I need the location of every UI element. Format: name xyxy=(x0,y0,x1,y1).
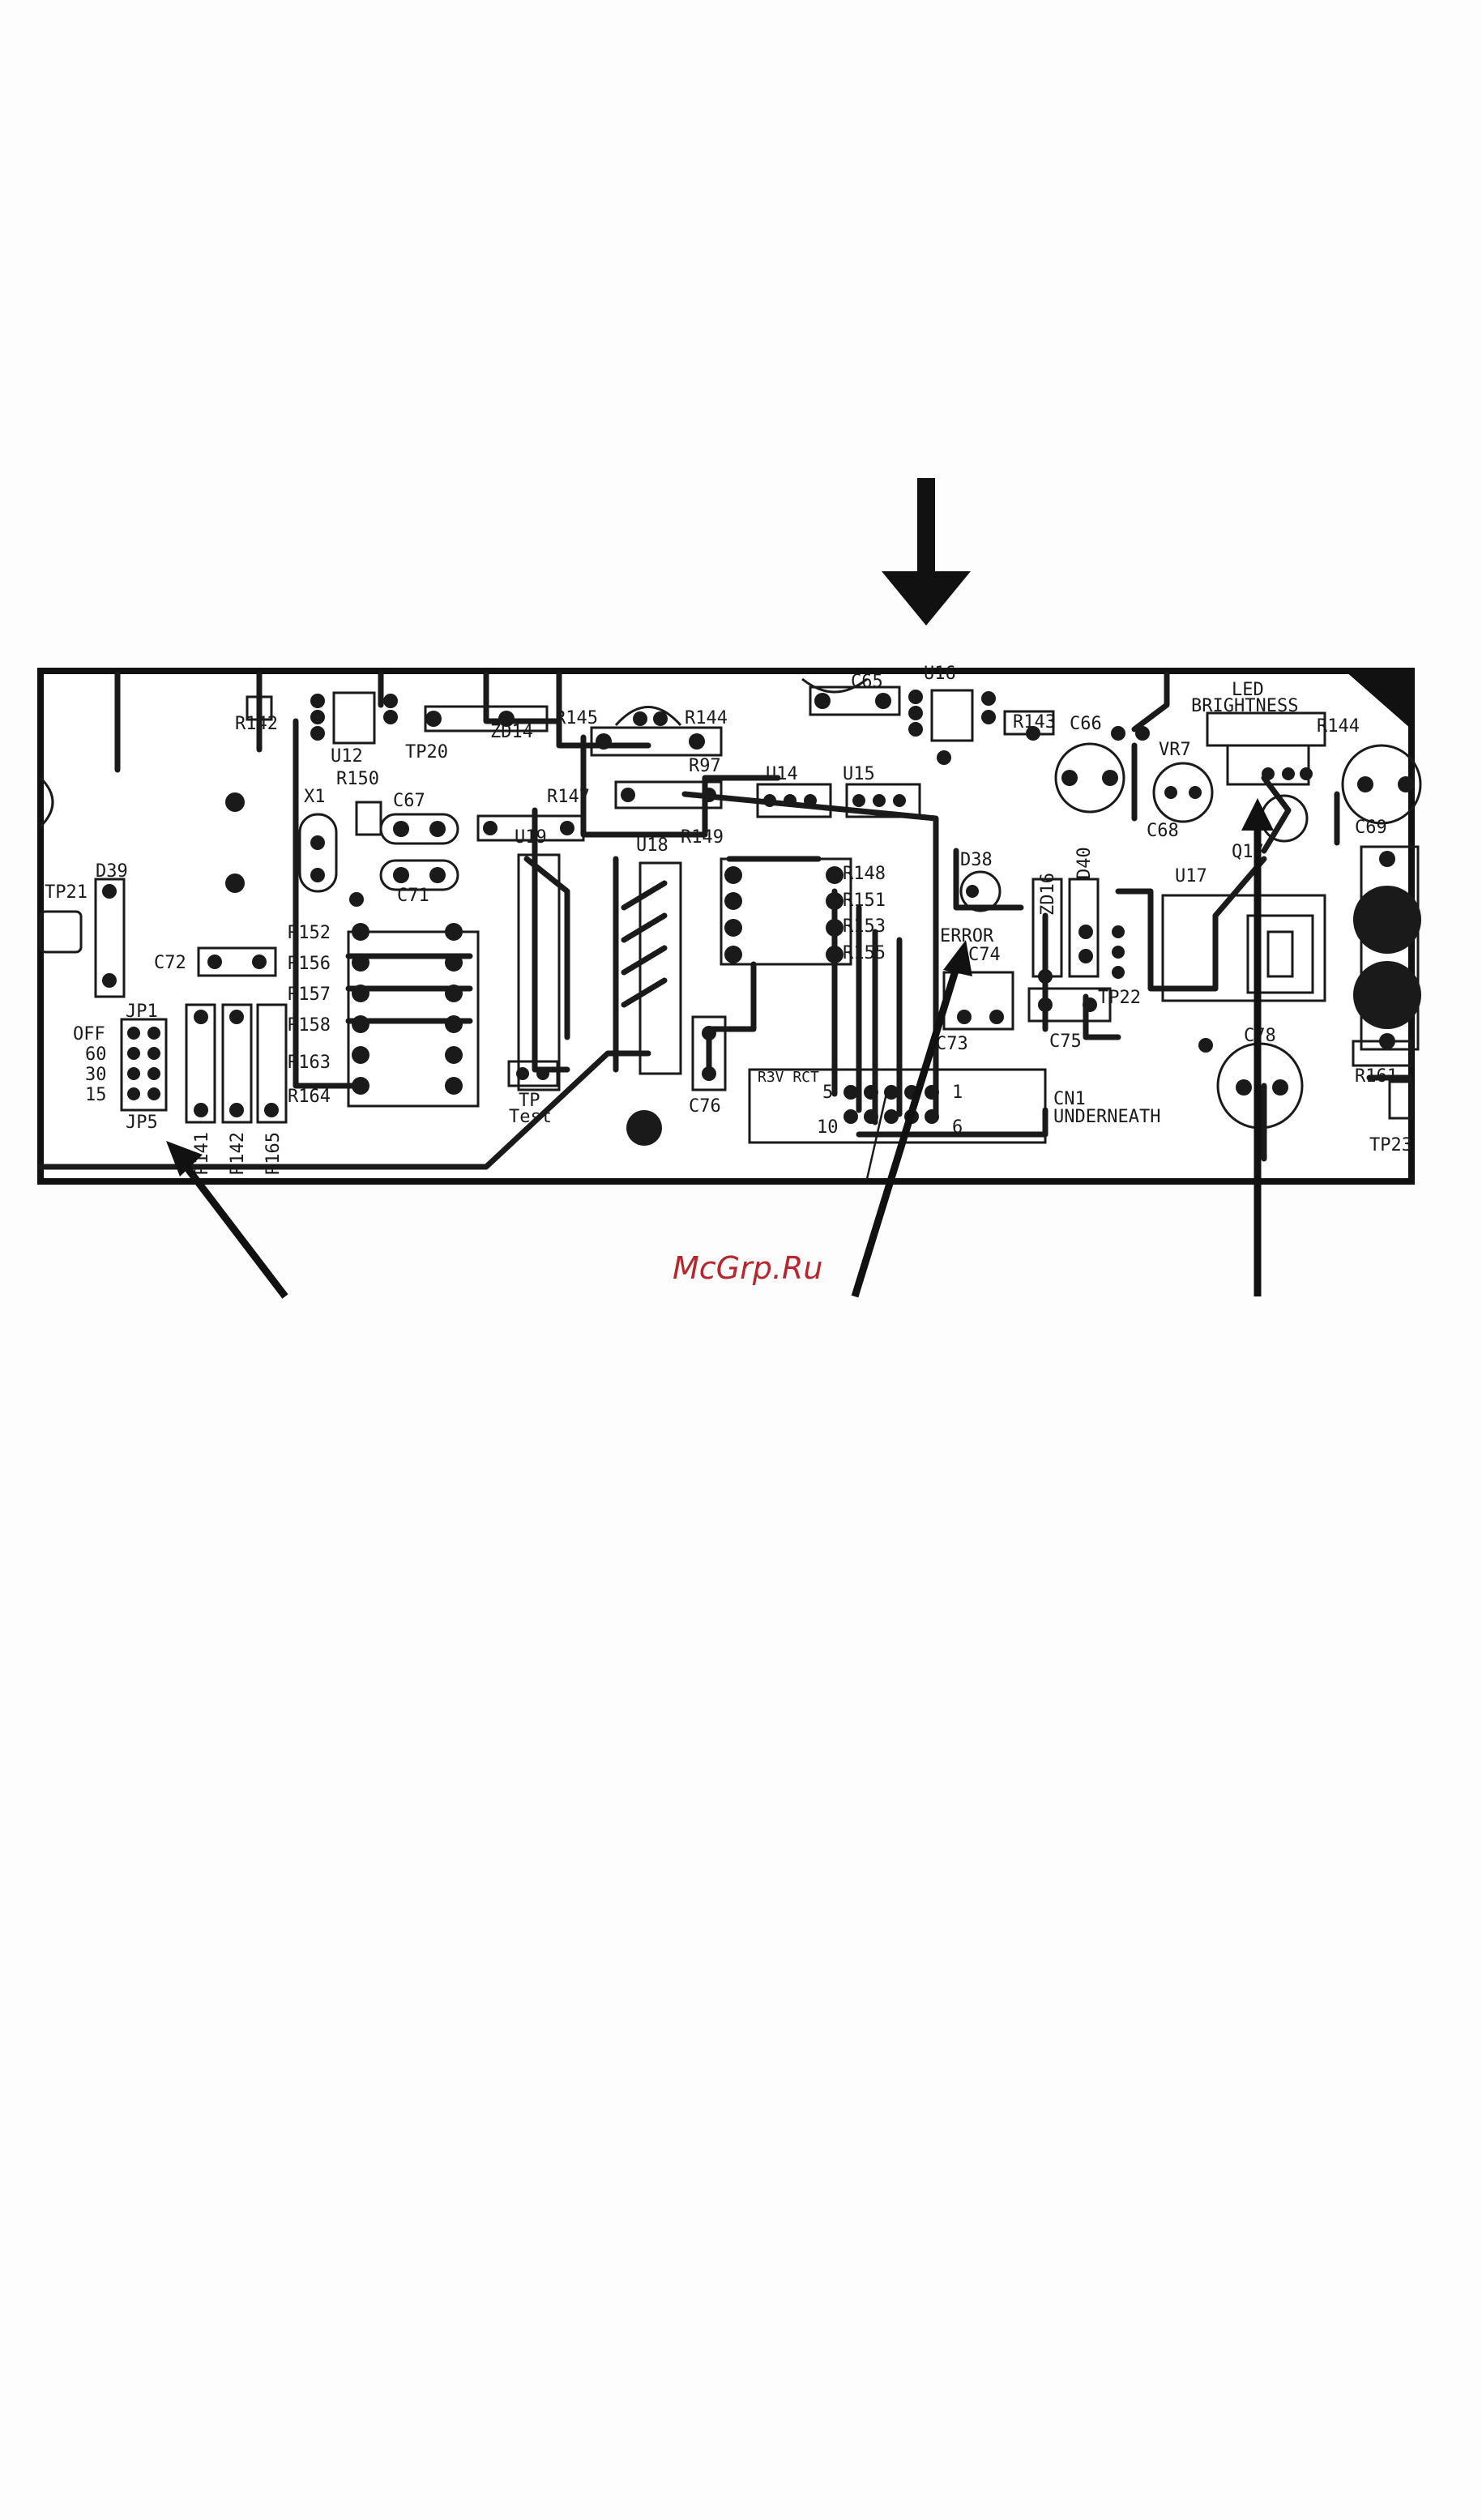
label-tp20: TP20 xyxy=(405,742,448,762)
label-r150: R150 xyxy=(336,769,379,789)
label-r157: R157 xyxy=(288,985,331,1005)
label-r142: R142 xyxy=(235,714,278,734)
label-error: ERROR xyxy=(940,926,994,946)
label-c71: C71 xyxy=(397,886,429,906)
label-c67: C67 xyxy=(393,791,425,811)
label-r144b: R144 xyxy=(1317,716,1360,737)
label-c74: C74 xyxy=(968,945,1001,965)
label-d38: D38 xyxy=(960,850,993,870)
label-off: OFF xyxy=(73,1024,105,1044)
label-r152: R152 xyxy=(288,923,331,943)
label-d39: D39 xyxy=(96,861,128,882)
label-cn1-pin1: 1 xyxy=(952,1083,963,1103)
label-c65: C65 xyxy=(851,672,883,692)
label-vr7: VR7 xyxy=(1159,740,1191,760)
label-r155: R155 xyxy=(843,943,886,963)
label-underneath: UNDERNEATH xyxy=(1053,1107,1160,1127)
label-u17: U17 xyxy=(1175,866,1207,886)
board-corner xyxy=(1345,671,1412,729)
label-zd14: ZD14 xyxy=(490,722,533,742)
label-r143: R143 xyxy=(1013,712,1056,733)
components xyxy=(39,677,1422,1146)
label-zd16: ZD16 xyxy=(1038,873,1058,916)
label-r142b: R142 xyxy=(228,1132,248,1175)
label-c73: C73 xyxy=(936,1034,968,1054)
label-r158: R158 xyxy=(288,1015,331,1036)
label-tp22: TP22 xyxy=(1098,988,1141,1008)
label-cn1-pin5: 5 xyxy=(822,1083,833,1103)
label-r147: R147 xyxy=(547,787,590,807)
label-u12: U12 xyxy=(331,746,363,767)
label-u16: U16 xyxy=(924,664,956,684)
label-u19: U19 xyxy=(515,827,547,848)
label-r144a: R144 xyxy=(685,708,728,728)
label-x1: X1 xyxy=(304,787,326,807)
label-u18: U18 xyxy=(636,835,668,856)
arrow-top xyxy=(882,478,971,626)
label-r165: R165 xyxy=(263,1132,284,1175)
label-r153: R153 xyxy=(843,916,886,937)
label-led: LED xyxy=(1232,680,1264,700)
label-tp-test-1: TP xyxy=(519,1091,540,1111)
label-c68: C68 xyxy=(1147,821,1179,841)
label-brightness: BRIGHTNESS xyxy=(1191,696,1298,716)
label-c72: C72 xyxy=(154,953,186,973)
arrow-error xyxy=(851,940,972,1298)
label-r148: R148 xyxy=(843,864,886,884)
label-u14: U14 xyxy=(766,764,798,784)
watermark: McGrp.Ru xyxy=(673,1250,822,1286)
component-labels: R142 U12 TP20 ZD14 R145 R144 C65 U16 R14… xyxy=(45,664,1412,1175)
label-c75: C75 xyxy=(1049,1031,1082,1052)
label-cn1-pin10: 10 xyxy=(817,1117,839,1138)
label-cn1: CN1 xyxy=(1053,1089,1086,1109)
label-c69: C69 xyxy=(1355,818,1387,838)
label-r151: R151 xyxy=(843,891,886,911)
label-r97: R97 xyxy=(689,756,721,776)
label-cn1-small: R3V RCT xyxy=(758,1069,819,1086)
label-d40: D40 xyxy=(1074,847,1095,879)
label-r164: R164 xyxy=(288,1087,331,1107)
label-cn1-pin6: 6 xyxy=(952,1117,963,1138)
label-jp5: JP5 xyxy=(126,1113,158,1133)
arrow-led-brightness xyxy=(1241,798,1274,1296)
label-r156: R156 xyxy=(288,954,331,974)
label-c66: C66 xyxy=(1070,714,1102,734)
label-r161: R161 xyxy=(1355,1066,1398,1087)
label-r163: R163 xyxy=(288,1053,331,1073)
label-tp-test-2: Test xyxy=(509,1107,552,1127)
label-tp23: TP23 xyxy=(1369,1135,1412,1155)
arrow-jp5 xyxy=(166,1141,288,1299)
label-60: 60 xyxy=(85,1044,107,1065)
label-15: 15 xyxy=(85,1085,107,1105)
label-jp1: JP1 xyxy=(126,1002,158,1022)
label-c76: C76 xyxy=(689,1096,721,1117)
label-r149: R149 xyxy=(681,827,724,848)
label-30: 30 xyxy=(85,1065,107,1085)
callout-arrows xyxy=(166,798,1274,1299)
label-u15: U15 xyxy=(843,764,875,784)
label-tp21: TP21 xyxy=(45,882,88,903)
label-r145: R145 xyxy=(555,708,598,728)
